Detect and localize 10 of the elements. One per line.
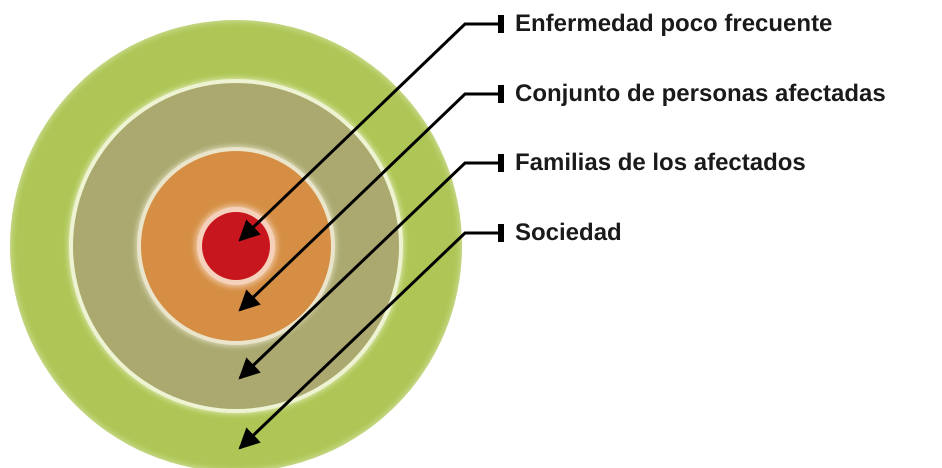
target-ring (141, 151, 331, 341)
leader-line (238, 154, 504, 380)
ring-label: Conjunto de personas afectadas (515, 79, 886, 109)
leader-line (238, 15, 504, 242)
leader-line (238, 85, 504, 312)
ring-label: Familias de los afectados (515, 148, 806, 178)
target-ring (202, 212, 270, 280)
ring-label: Enfermedad poco frecuente (515, 9, 832, 39)
ring-label: Sociedad (515, 218, 622, 248)
leader-line (238, 224, 504, 450)
